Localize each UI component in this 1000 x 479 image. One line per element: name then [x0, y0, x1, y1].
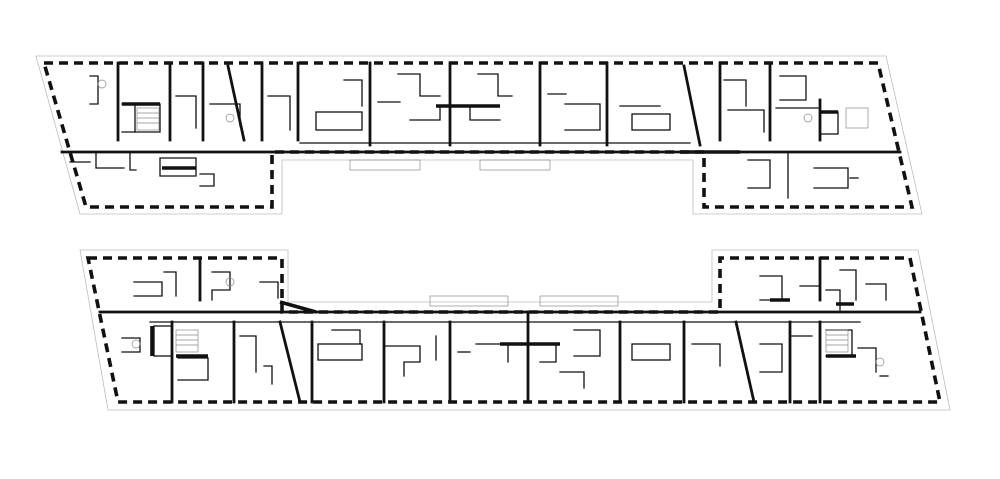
upper-wing-outline [35, 55, 923, 215]
lower-wing-outline [79, 249, 951, 411]
lower-heavy-elements [150, 298, 856, 358]
upper-heavy-elements [122, 102, 838, 170]
upper-wing-exterior-wall [41, 61, 915, 209]
lower-unit-walls [170, 256, 822, 404]
upper-unit-walls [116, 61, 822, 147]
lower-fixtures [131, 277, 885, 367]
lower-wing-exterior-wall [85, 256, 943, 404]
lower-wing [79, 249, 951, 411]
lower-partitions [121, 269, 889, 389]
upper-partitions [69, 73, 859, 199]
upper-wing [35, 55, 923, 215]
upper-fixtures [97, 79, 869, 171]
